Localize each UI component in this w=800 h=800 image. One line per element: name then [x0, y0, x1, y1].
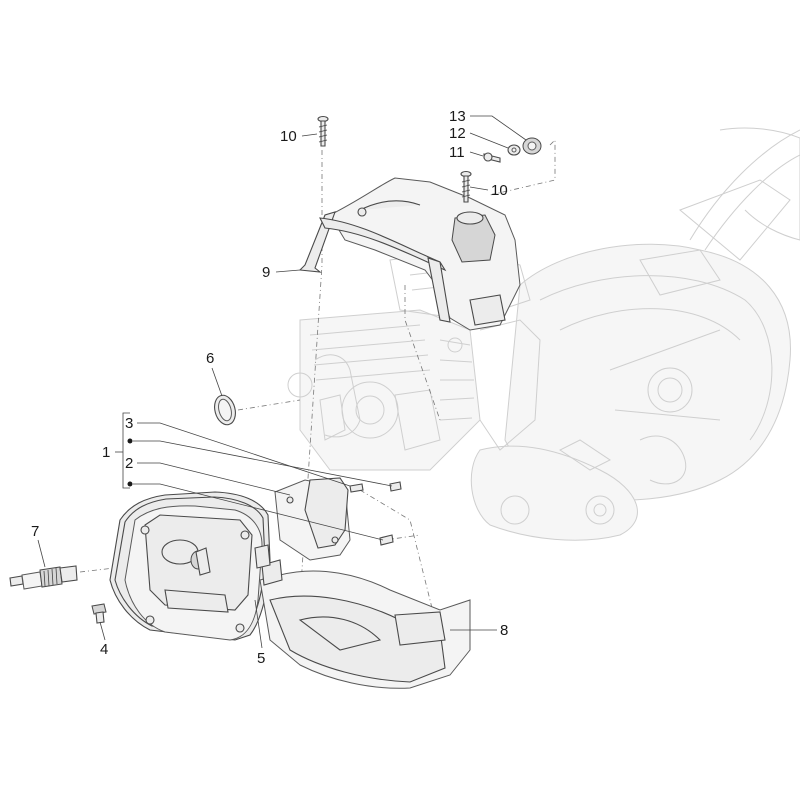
bullet-dots: [127, 438, 133, 487]
callout-8: 8: [500, 622, 508, 639]
cylinder-head-valve-cover: [124, 505, 263, 641]
small-bolts: [349, 481, 402, 546]
callout-1: 1: [102, 444, 110, 461]
screw-upper-right: [460, 170, 472, 203]
callout-5: 5: [257, 650, 265, 667]
callout-12: 12: [449, 125, 466, 142]
o-ring-seal: [214, 394, 236, 426]
callout-10-upper-left: 10: [280, 128, 297, 145]
spark-plug: [9, 565, 78, 590]
callout-3: 3: [125, 415, 133, 432]
callout-9: 9: [262, 264, 270, 281]
upper-cylinder-head-cover: [298, 177, 521, 331]
breather-plate: [274, 477, 351, 561]
callout-2: 2: [125, 455, 133, 472]
callout-leaders: [37, 115, 527, 649]
callout-6: 6: [206, 350, 214, 367]
lower-engine-shroud: [254, 544, 471, 689]
callout-4: 4: [100, 641, 108, 658]
engine-background-outline: [287, 127, 800, 541]
screw-upper-left: [317, 115, 329, 147]
callout-11: 11: [449, 144, 465, 161]
callout-labels: 1 2 3 4 5 6 7 8 9 10 10 11 12 13: [31, 108, 508, 667]
callout-10-upper-right: 10: [491, 182, 508, 199]
callout-13: 13: [449, 108, 466, 125]
bolt-washer-grommet-set: [483, 137, 542, 163]
cover-bolt: [91, 603, 107, 624]
callout-7: 7: [31, 523, 39, 540]
